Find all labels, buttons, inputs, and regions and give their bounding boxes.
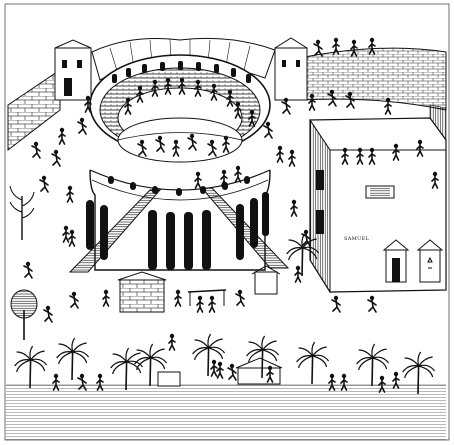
left-wall — [7, 39, 92, 152]
hut-left — [117, 271, 167, 313]
building-sign: SAMUEL — [344, 236, 370, 242]
amphitheater — [68, 54, 290, 273]
right-wall — [274, 37, 447, 151]
tree-left-tall — [9, 185, 35, 240]
temple-right — [416, 239, 444, 283]
staircases — [68, 187, 290, 273]
upper-arches — [112, 61, 251, 83]
temple-left — [382, 239, 410, 283]
tree-left-bushy — [10, 289, 38, 340]
right-building: SAMUEL — [309, 117, 447, 294]
hut-right — [251, 265, 281, 295]
image-frame — [4, 3, 450, 441]
canopy-tent — [187, 289, 227, 313]
trees — [9, 185, 436, 395]
foreground-ground — [6, 384, 446, 440]
